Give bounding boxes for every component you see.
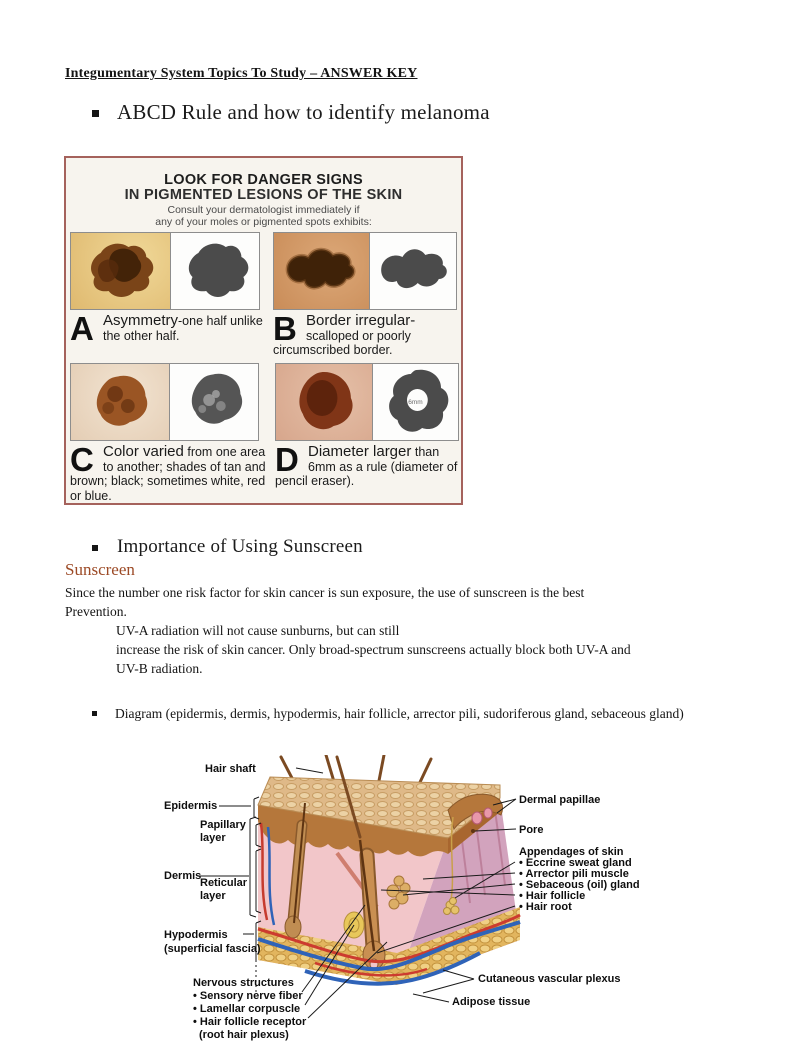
lamellar-corpuscle-ring xyxy=(348,917,360,933)
vein-left xyxy=(266,826,276,926)
panel-c-caption: C Color varied from one area to another; … xyxy=(70,441,270,503)
mole-silhouette-a xyxy=(171,233,259,309)
panel-d-keyword: Diameter larger xyxy=(308,443,412,460)
panel-c-letter: C xyxy=(70,441,94,478)
panel-d-description: than 6mm as a rule (diameter of pencil e… xyxy=(275,445,458,488)
skin-anatomy-diagram: Hair shaft Epidermis Papillary layer Der… xyxy=(155,755,791,1041)
hair-root xyxy=(358,839,376,952)
uv-text-line1: UV-A radiation will not cause sunburns, … xyxy=(116,623,400,638)
page-title: Integumentary System Topics To Study – A… xyxy=(65,66,418,81)
label-cutaneous-vascular-plexus: Cutaneous vascular plexus xyxy=(478,973,621,985)
label-root-hair-plexus: (root hair plexus) xyxy=(199,1029,289,1041)
label-sensory-nerve-fiber: • Sensory nerve fiber xyxy=(193,990,303,1002)
bullet-importance-sunscreen: Importance of Using Sunscreen xyxy=(117,536,363,557)
panel-d-letter: D xyxy=(275,441,299,478)
eccrine-sweat-gland xyxy=(443,897,460,915)
label-adipose-tissue: Adipose tissue xyxy=(452,996,531,1008)
panel-a-images xyxy=(70,232,260,310)
hair-shaft xyxy=(335,755,362,839)
artery-plexus-deep xyxy=(314,961,428,977)
panel-b-letter: B xyxy=(273,310,297,347)
label-dermis: Dermis xyxy=(164,870,202,882)
figure-title-line1: LOOK FOR DANGER SIGNS xyxy=(164,172,363,188)
dermal-papilla-bump xyxy=(483,807,493,819)
uv-text-line3: UV-B radiation. xyxy=(116,661,203,676)
bullet-diagram-list: Diagram (epidermis, dermis, hypodermis, … xyxy=(115,706,684,721)
mole-photo-c xyxy=(71,364,170,440)
label-dermal-papillae: Dermal papillae xyxy=(519,794,601,806)
label-papillary-layer: Papillary layer xyxy=(200,819,246,844)
label-nervous-heading: Nervous structures xyxy=(193,977,294,989)
panel-c-description: from one area to another; shades of tan … xyxy=(70,445,266,503)
label-pointer-lines xyxy=(199,767,517,1019)
figure-subtitle-line1: Consult your dermatologist immediately i… xyxy=(167,204,360,216)
label-hair-root: • Hair root xyxy=(519,901,572,913)
panel-a-letter: A xyxy=(70,310,94,347)
panel-a-description: -one half unlike the other half. xyxy=(103,314,263,343)
silhouette-c-shape xyxy=(191,373,243,424)
hair-root xyxy=(293,802,306,924)
sebaceous-gland xyxy=(386,875,411,910)
label-arrector-pili-muscle: • Arrector pili muscle xyxy=(519,868,629,880)
panel-a-caption: A Asymmetry-one half unlike the other hal… xyxy=(70,310,266,347)
artery-left xyxy=(259,822,269,921)
hair-follicle xyxy=(289,821,306,924)
label-pore: Pore xyxy=(519,824,544,836)
skin-surface-top xyxy=(257,776,501,839)
sunscreen-heading: Sunscreen xyxy=(65,560,135,579)
mole-photo-d xyxy=(276,364,373,440)
uv-text-line2: increase the risk of skin cancer. Only b… xyxy=(116,642,631,657)
label-sebaceous-gland: • Sebaceous (oil) gland xyxy=(519,879,640,891)
figure-title-line2: IN PIGMENTED LESIONS OF THE SKIN xyxy=(124,187,403,203)
label-appendages-heading: Appendages of skin xyxy=(519,846,624,858)
label-reticular-layer: Reticular layer xyxy=(200,877,248,902)
mole-silhouette-b xyxy=(370,233,456,309)
mole-silhouette-c xyxy=(170,364,258,440)
panel-d-caption: D Diameter larger than 6mm as a rule (dia… xyxy=(275,441,461,489)
panel-b-images xyxy=(273,232,457,310)
figure-subtitle-line2: any of your moles or pigmented spots exh… xyxy=(155,216,372,228)
panel-b-caption: B Border irregular- scalloped or poorly c… xyxy=(273,310,461,358)
mole-silhouette-d: 6mm xyxy=(373,364,458,440)
dermal-papilla-bump xyxy=(471,811,483,825)
panel-c-images xyxy=(70,363,259,441)
panel-b-description: scalloped or poorly circumscribed border… xyxy=(273,328,411,358)
sunscreen-paragraph-line2: Prevention. xyxy=(65,604,127,619)
silhouette-b-shape xyxy=(381,249,447,289)
mole-d-shape xyxy=(299,372,353,430)
label-hypodermis-sub: (superficial fascia) xyxy=(164,943,261,955)
mole-photo-a xyxy=(71,233,171,309)
bullet-abcd-rule: ABCD Rule and how to identify melanoma xyxy=(117,100,490,124)
silhouette-a-shape xyxy=(188,243,249,297)
melanoma-danger-signs-figure: LOOK FOR DANGER SIGNS IN PIGMENTED LESIO… xyxy=(64,156,463,505)
vein-plexus xyxy=(257,920,521,972)
mole-c-shape xyxy=(96,375,148,426)
bullet-square-icon xyxy=(92,110,99,117)
label-hair-follicle-receptor: • Hair follicle receptor xyxy=(193,1016,307,1028)
label-hair-follicle: • Hair follicle xyxy=(519,890,586,902)
mole-b-shape xyxy=(285,247,356,290)
panel-a-keyword: Asymmetry xyxy=(103,312,178,329)
label-hair-shaft: Hair shaft xyxy=(205,763,256,775)
bullet-square-icon xyxy=(92,711,97,716)
label-hypodermis: Hypodermis xyxy=(164,929,228,941)
panel-c-keyword: Color varied xyxy=(103,443,184,460)
silhouette-d-shape xyxy=(389,369,449,432)
hair-bulb xyxy=(284,915,302,939)
skin-block-illustration xyxy=(199,755,521,1019)
vein-plexus-deep xyxy=(304,951,481,986)
sunscreen-paragraph-line1: Since the number one risk factor for ski… xyxy=(65,585,585,600)
panel-d-images: 6mm xyxy=(275,363,459,441)
label-lamellar-corpuscle: • Lamellar corpuscle xyxy=(193,1003,301,1015)
epidermis-flap xyxy=(447,793,504,831)
mole-a-shape xyxy=(91,243,154,297)
artery-plexus xyxy=(257,913,521,964)
panel-b-keyword: Border irregular- xyxy=(306,312,416,329)
mole-photo-b xyxy=(274,233,370,309)
bullet-square-icon xyxy=(92,545,98,551)
label-eccrine-sweat-gland: • Eccrine sweat gland xyxy=(519,857,632,869)
pore-dot xyxy=(471,829,475,833)
label-epidermis: Epidermis xyxy=(164,800,218,812)
